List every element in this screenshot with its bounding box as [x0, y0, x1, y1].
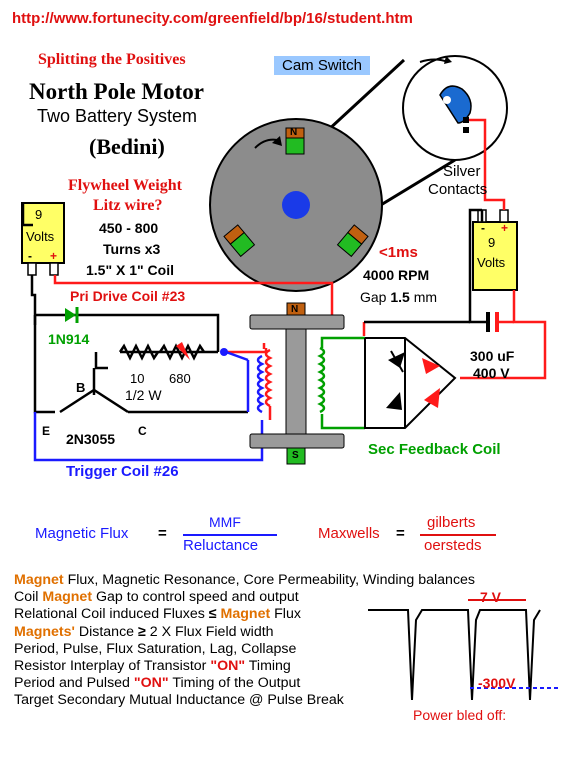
page-title: North Pole Motor — [29, 79, 204, 104]
magnet-s-core: S — [292, 450, 299, 461]
reluctance-label: Reluctance — [183, 537, 259, 554]
cam-switch-label: Cam Switch — [274, 56, 371, 75]
magnet-n-core: N — [291, 304, 299, 315]
bedini-label: (Bedini) — [89, 134, 165, 159]
diode-label: 1N914 — [48, 331, 90, 347]
waveform — [368, 599, 560, 701]
secondary-coil — [317, 336, 365, 430]
notes-block: Magnet Flux, Magnetic Resonance, Core Pe… — [14, 572, 475, 710]
sec-feedback-coil-label: Sec Feedback Coil — [368, 441, 501, 458]
pri-drive-coil-label: Pri Drive Coil #23 — [70, 288, 186, 304]
note-line-6: Resistor Interplay of Transistor "ON" Ti… — [14, 658, 291, 675]
maxwells-label: Maxwells — [318, 525, 380, 542]
capacitor-value-label: 300 uF — [470, 348, 515, 364]
flywheel — [209, 118, 383, 292]
silver-contact-bottom — [463, 127, 469, 133]
magnetic-flux-label: Magnetic Flux — [35, 525, 129, 542]
waveform-bottom-voltage: -300V — [478, 675, 516, 691]
battery-2-voltage: 9 — [488, 235, 496, 250]
battery-2 — [472, 221, 518, 291]
transistor-base-label: B — [76, 380, 86, 395]
note-line-3: Relational Coil induced Fluxes ≤ Magnet … — [14, 606, 301, 623]
resistor-680 — [158, 343, 206, 361]
variable-resistor-arrow — [176, 342, 190, 360]
contacts-label: Contacts — [428, 181, 488, 198]
resistor-10-label: 10 — [130, 371, 145, 386]
equals-2: = — [396, 525, 405, 542]
magnet-n-top: N — [290, 127, 298, 138]
rpm-label: 4000 RPM — [363, 267, 430, 283]
battery-1-unit: Volts — [26, 229, 55, 244]
flywheel-magnets — [223, 127, 369, 258]
silver-label: Silver — [443, 163, 481, 180]
litz-wire-label: Litz wire? — [93, 197, 163, 214]
turns-range-label: 450 - 800 — [99, 220, 159, 236]
battery-1-pos: + — [50, 249, 58, 263]
trigger-coil-label: Trigger Coil #26 — [66, 463, 179, 480]
transistor-collector-label: C — [138, 424, 147, 438]
note-line-1: Magnet Flux, Magnetic Resonance, Core Pe… — [14, 572, 476, 588]
red-wires — [53, 118, 547, 420]
bridge-rectifier — [364, 337, 457, 429]
resistor-power-label: 1/2 W — [125, 387, 162, 403]
turns-multiplier-label: Turns x3 — [103, 241, 161, 257]
resistor-10 — [118, 343, 160, 361]
capacitor — [486, 312, 499, 332]
gilberts-label: gilberts — [427, 514, 476, 531]
coil-size-label: 1.5" X 1" Coil — [86, 262, 174, 278]
transistor-label: 2N3055 — [66, 431, 116, 447]
source-url: http://www.fortunecity.com/greenfield/bp… — [12, 10, 413, 27]
resistor-680-label: 680 — [169, 371, 191, 386]
pulse-time-label: <1ms — [379, 244, 418, 261]
transistor-emitter-label: E — [42, 424, 51, 438]
diode-1n914 — [65, 307, 79, 323]
battery-2-unit: Volts — [477, 255, 506, 270]
note-line-8: Target Secondary Mutual Inductance @ Pul… — [14, 692, 344, 709]
note-line-5: Period, Pulse, Flux Saturation, Lag, Col… — [14, 640, 297, 657]
oersteds-label: oersteds — [424, 537, 482, 554]
subtitle-splitting: Splitting the Positives — [38, 51, 186, 68]
black-wires — [21, 203, 488, 414]
battery-2-pos: + — [501, 221, 509, 235]
note-line-4: Magnets' Distance ≥ 2 X Flux Field width — [14, 623, 274, 640]
power-bled-off-label: Power bled off: — [413, 707, 507, 723]
coil-spool — [249, 302, 345, 465]
note-line-2: Coil Magnet Gap to control speed and out… — [14, 589, 299, 606]
waveform-top-voltage: 7 V — [480, 589, 502, 605]
capacitor-voltage-label: 400 V — [473, 365, 510, 381]
battery-1-voltage: 9 — [35, 207, 43, 222]
battery-2-neg: - — [481, 221, 485, 235]
flywheel-weight-label: Flywheel Weight — [68, 177, 182, 194]
note-line-7: Period and Pulsed "ON" Timing of the Out… — [14, 675, 301, 692]
subtitle-two-battery: Two Battery System — [37, 106, 198, 126]
cam-lobe — [419, 56, 472, 124]
silver-contact-top — [463, 117, 469, 123]
equals-1: = — [158, 525, 167, 542]
battery-1 — [21, 202, 65, 264]
battery-1-neg: - — [28, 249, 32, 263]
mmf-label: MMF — [209, 514, 241, 530]
gap-label: Gap 1.5 mm — [360, 289, 438, 305]
